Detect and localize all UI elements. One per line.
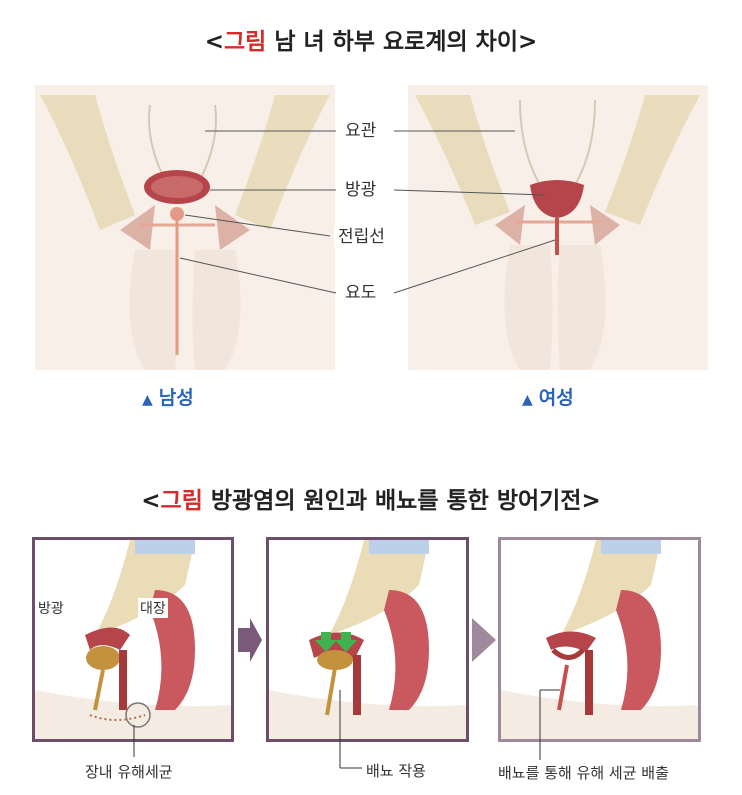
title-highlight: 그림 xyxy=(160,488,203,514)
title-highlight: 그림 xyxy=(224,29,267,55)
triangle-up-icon: ▲ xyxy=(522,392,533,408)
caption-male: ▲남성 xyxy=(142,387,194,409)
bottom-title: <그림 방광염의 원인과 배뇨를 통한 방어기전> xyxy=(141,488,601,514)
bladder-infected xyxy=(86,646,120,670)
panel2-caption: 배뇨 작용 xyxy=(366,762,426,780)
panel-cause xyxy=(32,537,234,742)
label-urethra: 요도 xyxy=(341,282,381,304)
panel1-label-colon: 대장 xyxy=(138,598,168,618)
label-prostate: 전립선 xyxy=(334,226,389,248)
panel-flush xyxy=(498,537,701,742)
panel-urination xyxy=(266,537,469,742)
triangle-up-icon: ▲ xyxy=(142,392,153,408)
label-bladder: 방광 xyxy=(341,179,381,201)
down-arrow-icon xyxy=(315,632,337,652)
female-bladder xyxy=(530,180,584,218)
panel1-caption: 장내 유해세균 xyxy=(85,763,173,781)
male-prostate xyxy=(170,207,184,221)
caption-female: ▲여성 xyxy=(522,387,574,409)
top-title: <그림 남 녀 하부 요로계의 차이> xyxy=(204,29,538,55)
panel1-label-bladder: 방광 xyxy=(36,598,66,618)
panel3-caption: 배뇨를 통해 유해 세균 배출 xyxy=(498,764,669,782)
down-arrow-icon xyxy=(335,632,357,652)
male-pelvis xyxy=(40,95,330,250)
label-ureter: 요관 xyxy=(341,120,381,142)
bacteria-circle xyxy=(125,702,151,728)
